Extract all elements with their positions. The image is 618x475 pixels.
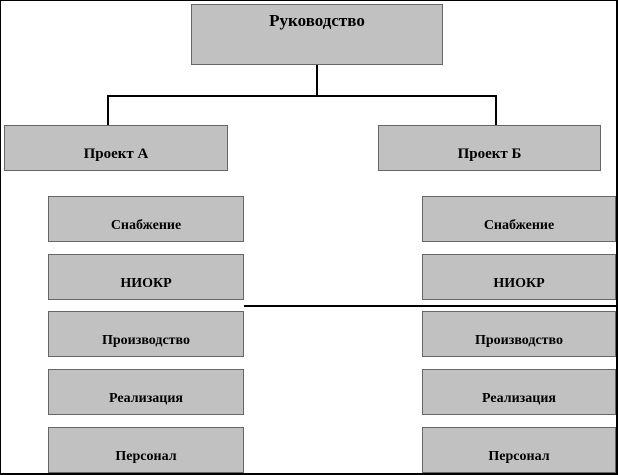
dept-box-b-supply: Снабжение — [422, 196, 616, 242]
root-stem-line — [316, 64, 318, 96]
dept-label: Производство — [474, 333, 564, 348]
project-a-label: Проект А — [83, 146, 149, 162]
dept-label: Реализация — [482, 391, 556, 406]
dept-label: Персонал — [115, 449, 177, 464]
project-b-drop-line — [495, 95, 497, 126]
dept-box-a-supply: Снабжение — [48, 196, 244, 242]
dept-label: Снабжение — [483, 218, 555, 233]
dept-label: Снабжение — [110, 218, 182, 233]
dept-box-a-personnel: Персонал — [48, 427, 244, 473]
dept-label: НИОКР — [493, 276, 545, 291]
project-a-box: Проект А — [4, 125, 228, 171]
root-box: Руководство — [191, 4, 443, 65]
dept-label: НИОКР — [120, 276, 172, 291]
project-a-drop-line — [107, 95, 109, 126]
dept-box-a-sales: Реализация — [48, 369, 244, 415]
branch-horizontal-line — [107, 95, 497, 97]
root-box-label: Руководство — [269, 11, 365, 30]
dept-label: Производство — [101, 333, 191, 348]
dept-box-b-personnel: Персонал — [422, 427, 616, 473]
dept-box-a-production: Производство — [48, 311, 244, 357]
project-b-label: Проект Б — [457, 146, 522, 162]
project-b-box: Проект Б — [378, 125, 601, 171]
dept-box-b-rnd: НИОКР — [422, 254, 616, 300]
dept-box-b-sales: Реализация — [422, 369, 616, 415]
dept-label: Персонал — [488, 449, 550, 464]
dept-label: Реализация — [109, 391, 183, 406]
middle-horizontal-line — [244, 305, 616, 307]
dept-box-a-rnd: НИОКР — [48, 254, 244, 300]
dept-box-b-production: Производство — [422, 311, 616, 357]
